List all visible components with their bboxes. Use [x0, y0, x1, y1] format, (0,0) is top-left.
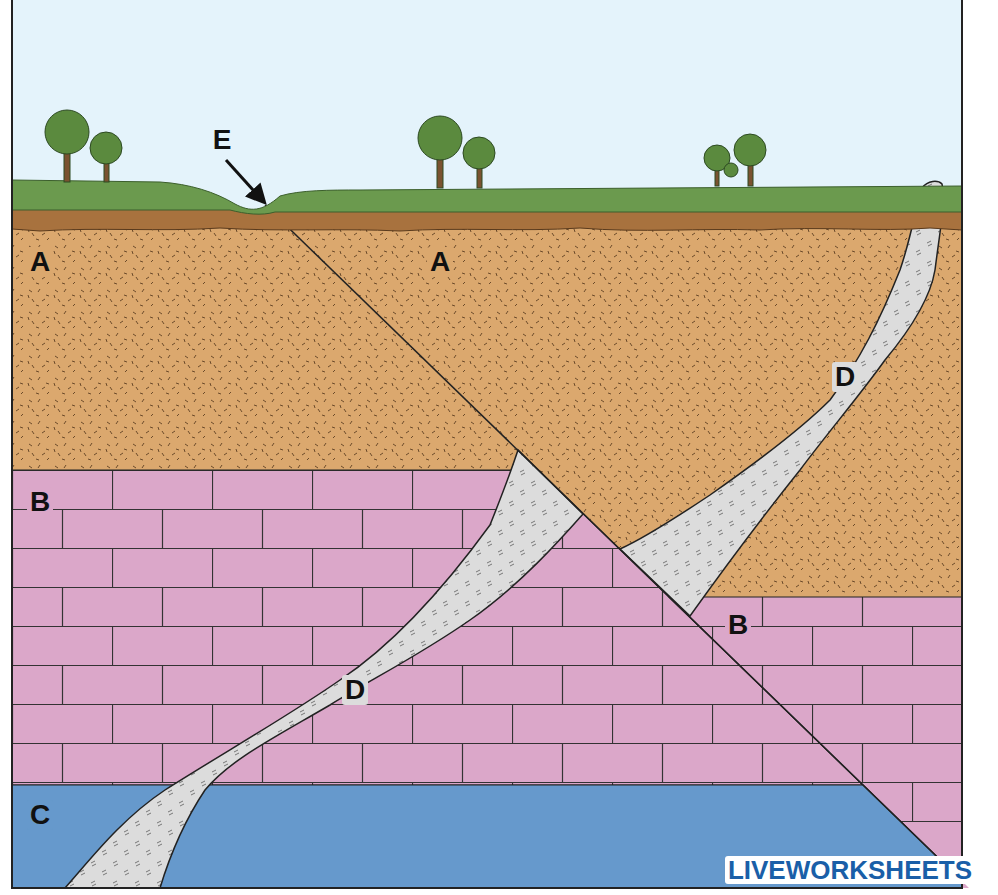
- layer-label: A: [427, 247, 453, 277]
- layer-label: D: [342, 675, 368, 705]
- layer-label: B: [27, 487, 53, 517]
- layer-label: D: [832, 362, 858, 392]
- layer-label: B: [725, 610, 751, 640]
- layer-label: C: [27, 800, 53, 830]
- watermark: LIVEWORKSHEETS: [725, 856, 975, 884]
- layer-label: E: [210, 125, 235, 155]
- layer-label: A: [27, 247, 53, 277]
